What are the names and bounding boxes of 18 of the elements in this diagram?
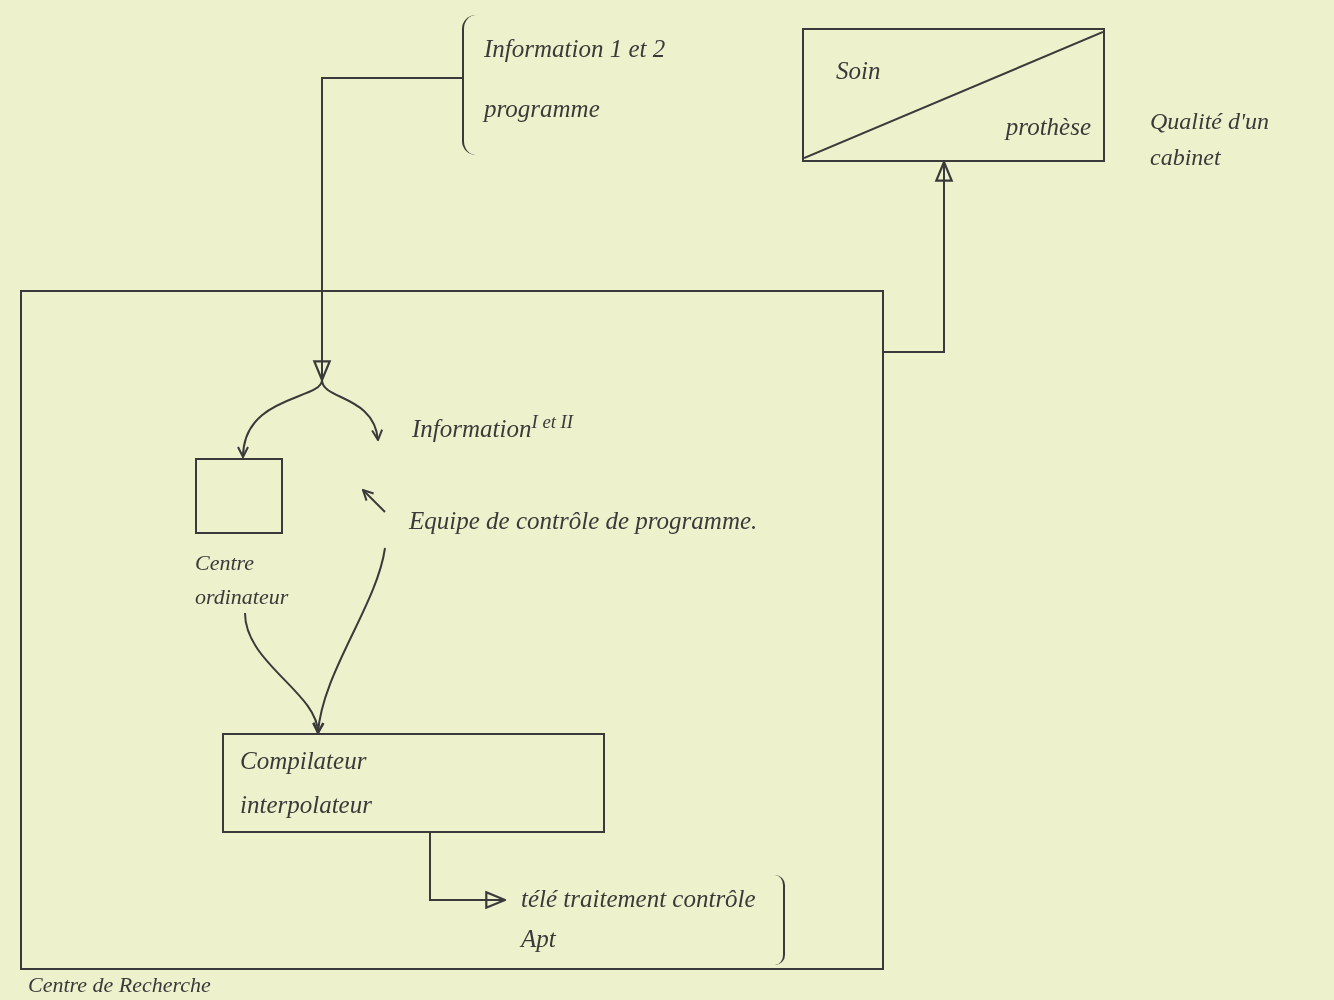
connector-arrow: [238, 379, 323, 458]
connector-arrow: [313, 547, 386, 734]
box-text: Soin: [836, 56, 881, 86]
process-box: [222, 733, 605, 833]
connector-arrow: [429, 832, 507, 909]
note-text: télé traitement contrôle Apt: [521, 884, 757, 954]
note-text: Information 1 et 2 programme: [484, 34, 667, 124]
area-title: Centre de Recherche: [28, 972, 211, 998]
note-text: Equipe de contrôle de programme.: [407, 506, 759, 536]
box-text: Compilateur interpolateur: [240, 746, 373, 820]
connector-arrow: [313, 77, 463, 382]
box-caption: Centre ordinateur: [195, 549, 290, 611]
connector-arrow: [321, 379, 383, 441]
connector-arrow: [883, 160, 953, 353]
side-note: Qualité d'un cabinet: [1150, 107, 1271, 172]
note-text: Information$^{I et II}$: [411, 409, 575, 444]
box-text: prothèse: [1005, 112, 1091, 142]
connector-arrow: [362, 489, 386, 513]
